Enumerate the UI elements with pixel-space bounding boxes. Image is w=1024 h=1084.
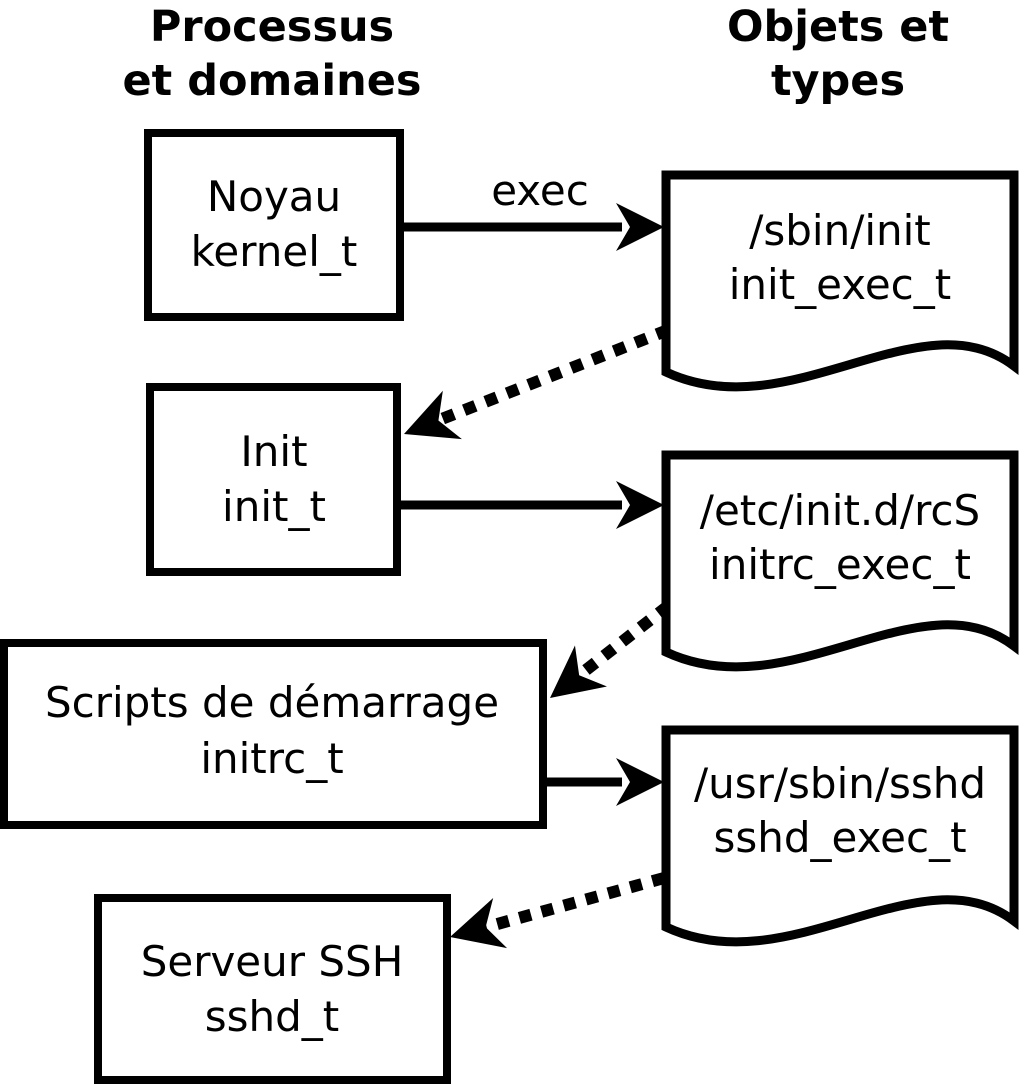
transition-arrow-sbin-init-to-init	[404, 324, 671, 440]
transition-arrow-rcS-to-scripts	[550, 601, 672, 698]
arrowhead	[616, 758, 664, 806]
exec-arrow-label: exec	[491, 166, 589, 215]
box-rect	[0, 639, 547, 829]
dotted-line	[564, 601, 672, 689]
process-domain: init_t	[222, 482, 326, 531]
process-box-serveur-ssh: Serveur SSH sshd_t	[94, 894, 451, 1084]
document-shape	[661, 170, 1019, 392]
arrowhead	[616, 481, 664, 529]
object-type: sshd_exec_t	[713, 813, 966, 862]
document-shape	[661, 725, 1019, 947]
column-header-processes-line2: et domaines	[123, 56, 422, 106]
arrowhead	[404, 390, 462, 440]
object-path: /sbin/init	[749, 206, 931, 255]
box-rect	[144, 129, 404, 321]
object-doc-etc-initd-rcS: /etc/init.d/rcS initrc_exec_t	[661, 450, 1019, 672]
dotted-line	[470, 872, 666, 937]
column-header-objects-line2: types	[771, 56, 905, 106]
arrowhead	[616, 203, 664, 251]
arrowhead	[450, 898, 508, 949]
process-box-init: Init init_t	[146, 383, 401, 576]
process-name: Serveur SSH	[141, 937, 404, 986]
exec-arrow-kernel-to-sbin-init	[400, 203, 664, 251]
document-shape	[661, 450, 1019, 672]
column-header-processes-line1: Processus	[150, 2, 394, 52]
process-name: Scripts de démarrage	[45, 678, 499, 727]
column-header-processes: Processus et domaines	[123, 2, 422, 106]
object-doc-usr-sbin-sshd: /usr/sbin/sshd sshd_exec_t	[661, 725, 1019, 947]
object-type: initrc_exec_t	[709, 540, 971, 589]
dotted-line	[421, 324, 671, 432]
object-path: /etc/init.d/rcS	[700, 486, 980, 535]
column-header-objects: Objets et types	[727, 2, 949, 106]
box-rect	[146, 383, 401, 576]
box-rect	[94, 894, 451, 1084]
exec-arrow-scripts-to-sshd	[543, 758, 664, 806]
exec-arrow-init-to-rcS	[397, 481, 664, 529]
arrowhead	[550, 645, 607, 698]
object-doc-sbin-init: /sbin/init init_exec_t	[661, 170, 1019, 392]
process-name: Noyau	[207, 172, 341, 221]
process-domain: kernel_t	[191, 227, 358, 276]
process-box-scripts-demarrage: Scripts de démarrage initrc_t	[0, 639, 547, 829]
process-box-noyau: Noyau kernel_t	[144, 129, 404, 321]
process-name: Init	[240, 427, 307, 476]
process-domain: initrc_t	[200, 734, 343, 783]
transition-arrow-sshd-to-serveur	[450, 872, 666, 949]
object-type: init_exec_t	[729, 260, 952, 309]
column-header-objects-line1: Objets et	[727, 2, 949, 52]
object-path: /usr/sbin/sshd	[694, 759, 986, 808]
process-domain: sshd_t	[205, 992, 340, 1041]
